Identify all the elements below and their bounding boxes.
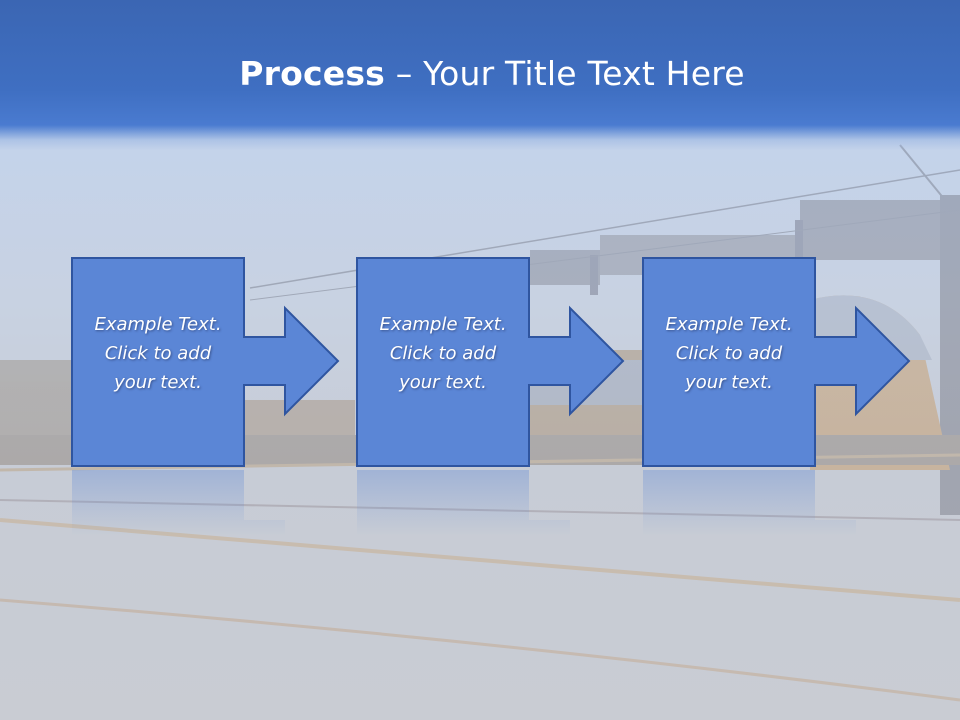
title-band	[0, 0, 960, 150]
reflection-1	[72, 470, 285, 535]
process-step-1[interactable]	[71, 257, 340, 467]
step-1-text[interactable]: Example Text. Click to add your text.	[94, 313, 222, 393]
reflection-2	[357, 470, 570, 535]
step-3-arrow-shape	[642, 257, 911, 467]
step-2-text[interactable]: Example Text. Click to add your text.	[379, 313, 507, 393]
title-bold: Process	[239, 54, 386, 93]
step-2-arrow-shape	[356, 257, 625, 467]
reflection-3	[643, 470, 856, 535]
process-step-2[interactable]	[356, 257, 625, 467]
slide-title[interactable]: Process – Your Title Text Here	[0, 54, 960, 93]
step-1-arrow-shape	[71, 257, 340, 467]
step-3-text[interactable]: Example Text. Click to add your text.	[665, 313, 793, 393]
process-step-3[interactable]	[642, 257, 911, 467]
title-rest: – Your Title Text Here	[385, 54, 745, 93]
reflection-group	[72, 470, 856, 535]
